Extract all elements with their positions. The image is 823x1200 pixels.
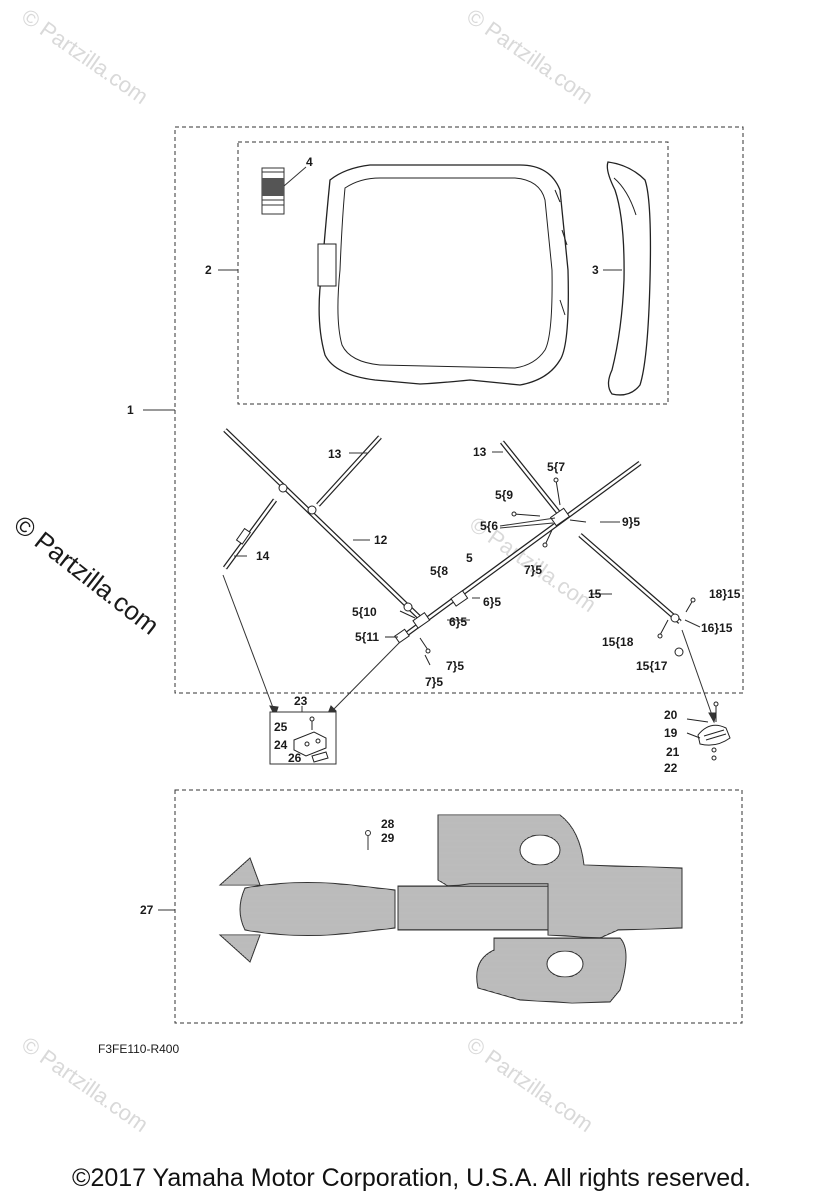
callout-12: 12 — [374, 533, 388, 547]
watermark-bottom-right: © Partzilla.com — [462, 1032, 598, 1138]
callout-6-5-upper: 6}5 — [483, 595, 501, 609]
callout-24: 24 — [274, 738, 288, 752]
watermark-side: © Partzilla.com — [8, 509, 165, 641]
deck-mat-set — [218, 814, 683, 1004]
callout-5-8: 5{8 — [430, 564, 448, 578]
callout-20: 20 — [664, 708, 678, 722]
callout-22: 22 — [664, 761, 678, 775]
callout-labels: 1 2 3 4 13 12 14 13 5{7 5{9 5{6 9}5 7}5 … — [127, 155, 741, 917]
callout-28: 28 — [381, 817, 395, 831]
callout-7-5-right: 7}5 — [524, 563, 542, 577]
group-2-box — [237, 141, 669, 405]
callout-5-9: 5{9 — [495, 488, 513, 502]
callout-7-5-mid: 7}5 — [446, 659, 464, 673]
watermark-top-left: © Partzilla.com — [17, 4, 153, 110]
callout-19: 19 — [664, 726, 678, 740]
callout-15-17: 15{17 — [636, 659, 668, 673]
callout-13-right: 13 — [473, 445, 487, 459]
frame-left-assembly — [222, 428, 422, 620]
callout-5-7: 5{7 — [547, 460, 565, 474]
callout-5-11: 5{11 — [355, 630, 379, 644]
callout-5-10: 5{10 — [352, 605, 377, 619]
decal-part — [261, 167, 285, 215]
callout-26: 26 — [288, 751, 302, 765]
fasteners — [385, 477, 696, 666]
watermark-top-right: © Partzilla.com — [462, 4, 598, 110]
bracket-part — [293, 716, 329, 763]
callout-15-18: 15{18 — [602, 635, 634, 649]
callout-16-15: 16}15 — [701, 621, 733, 635]
callout-13-left: 13 — [328, 447, 342, 461]
callout-23: 23 — [294, 694, 308, 708]
callout-5: 5 — [466, 551, 473, 565]
callout-25: 25 — [274, 720, 288, 734]
callout-29: 29 — [381, 831, 395, 845]
leader-lines — [234, 451, 701, 628]
side-panel-part — [606, 161, 652, 396]
mount-plate-part — [686, 701, 731, 761]
group-27-box — [174, 789, 743, 1024]
callout-3: 3 — [592, 263, 599, 277]
callout-6-5-lower: 6}5 — [449, 615, 467, 629]
diagram-code: F3FE110-R400 — [98, 1042, 179, 1056]
callout-1: 1 — [127, 403, 134, 417]
callout-7-5-low: 7}5 — [425, 675, 443, 689]
callout-14: 14 — [256, 549, 270, 563]
callout-21: 21 — [666, 745, 680, 759]
callout-2: 2 — [205, 263, 212, 277]
copyright-notice: ©2017 Yamaha Motor Corporation, U.S.A. A… — [72, 1164, 751, 1192]
callout-15: 15 — [588, 587, 602, 601]
callout-5-6: 5{6 — [480, 519, 498, 533]
callout-27: 27 — [140, 903, 154, 917]
callout-4: 4 — [306, 155, 313, 169]
callout-18-15: 18}15 — [709, 587, 741, 601]
frame-right-assembly — [394, 440, 682, 644]
callout-9-5: 9}5 — [622, 515, 640, 529]
canopy-top-part — [317, 164, 569, 386]
